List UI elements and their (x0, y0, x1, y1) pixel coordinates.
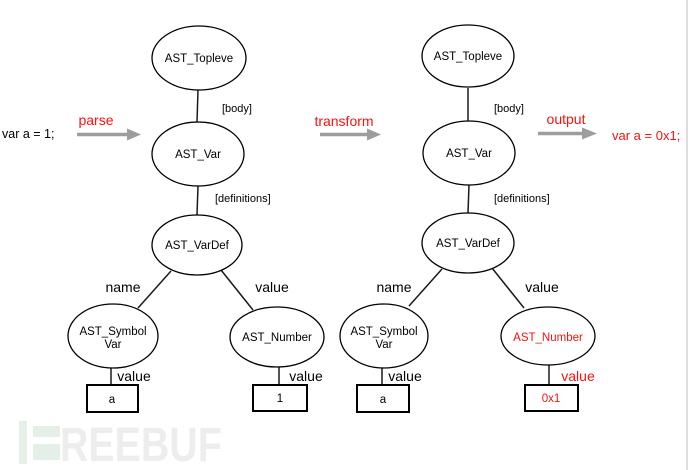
left-node-var-label: AST_Var (175, 149, 221, 161)
left-node-toplevel (151, 25, 247, 91)
right-node-symbolvar (339, 303, 429, 369)
right-node-toplevel (421, 24, 515, 88)
left-node-symbolvar-label-line2: Var (104, 339, 121, 351)
watermark-f-bar-icon (19, 421, 27, 464)
input-code-text: var a = 1; (2, 127, 54, 141)
left-number-value-box (252, 384, 308, 412)
right-node-toplevel-label: AST_Topleve (434, 51, 502, 63)
left-node-symbolvar (67, 303, 159, 369)
right-edge-definitions-line (467, 184, 470, 214)
watermark-f-top-icon (33, 426, 60, 437)
right-edge-value-line (491, 267, 525, 309)
left-edge-name-line (137, 270, 172, 309)
parse-arrow: parse (77, 112, 141, 141)
transform-arrow-label: transform (314, 113, 373, 129)
right-node-number (500, 306, 596, 366)
left-tree: AST_Topleve AST_Var AST_VarDef AST_Symbo… (67, 25, 325, 413)
parse-arrow-label: parse (78, 112, 113, 128)
left-edge-body-line (196, 89, 199, 123)
right-edge-name-line (408, 268, 443, 307)
left-number-value-text: 1 (277, 393, 283, 405)
transform-arrow-head-icon (367, 128, 381, 141)
right-node-number-label: AST_Number (513, 332, 583, 344)
right-node-vardef (421, 212, 515, 274)
watermark-text: REEBUF (60, 418, 222, 470)
left-node-number (229, 306, 325, 368)
freebuf-watermark: REEBUF (19, 418, 222, 470)
left-edge-body-label: [body] (222, 103, 252, 115)
left-node-var (151, 121, 245, 187)
right-edge-number-value-label: value (561, 368, 595, 384)
right-tree: AST_Topleve AST_Var AST_VarDef AST_Symbo… (339, 24, 596, 413)
left-node-vardef (151, 214, 243, 276)
left-symbol-value-box (86, 384, 139, 413)
right-edge-definitions-label: [definitions] (494, 193, 550, 205)
right-node-symbolvar-label-line2: Var (375, 339, 392, 351)
left-edge-value-line (220, 269, 254, 311)
left-edge-definitions-label: [definitions] (215, 193, 271, 205)
parse-arrow-head-icon (127, 128, 141, 141)
left-edge-name-label: name (105, 279, 140, 295)
right-symbol-value-text: a (380, 394, 387, 406)
right-edge-value-label: value (525, 279, 559, 295)
right-number-value-text: 0x1 (542, 393, 561, 405)
right-edge-name-label: name (376, 279, 411, 295)
output-arrow: output (538, 111, 597, 140)
left-symbol-value-text: a (109, 394, 116, 406)
left-node-symbolvar-label-line1: AST_Symbol (79, 326, 146, 338)
transform-arrow: transform (314, 113, 381, 141)
left-edge-number-value-label: value (289, 368, 323, 384)
left-node-vardef-label: AST_VarDef (165, 240, 230, 252)
right-symbol-value-box (356, 384, 410, 413)
output-arrow-head-icon (582, 127, 597, 140)
right-edge-symbol-value-label: value (388, 368, 422, 384)
left-edge-definitions-line (196, 185, 199, 216)
right-node-vardef-label: AST_VarDef (436, 238, 501, 250)
left-node-toplevel-label: AST_Topleve (165, 53, 233, 65)
right-edge-body-label: [body] (494, 103, 524, 115)
output-arrow-label: output (547, 111, 586, 127)
right-node-symbolvar-label-line1: AST_Symbol (350, 326, 417, 338)
right-node-var-label: AST_Var (446, 148, 492, 160)
watermark-f-bottom-icon (33, 444, 60, 460)
right-number-value-box (524, 384, 579, 412)
output-code-text: var a = 0x1; (612, 128, 680, 143)
left-node-number-label: AST_Number (242, 332, 312, 344)
left-edge-symbol-value-label: value (117, 368, 151, 384)
left-edge-value-label: value (255, 279, 289, 295)
right-node-var (422, 120, 516, 186)
